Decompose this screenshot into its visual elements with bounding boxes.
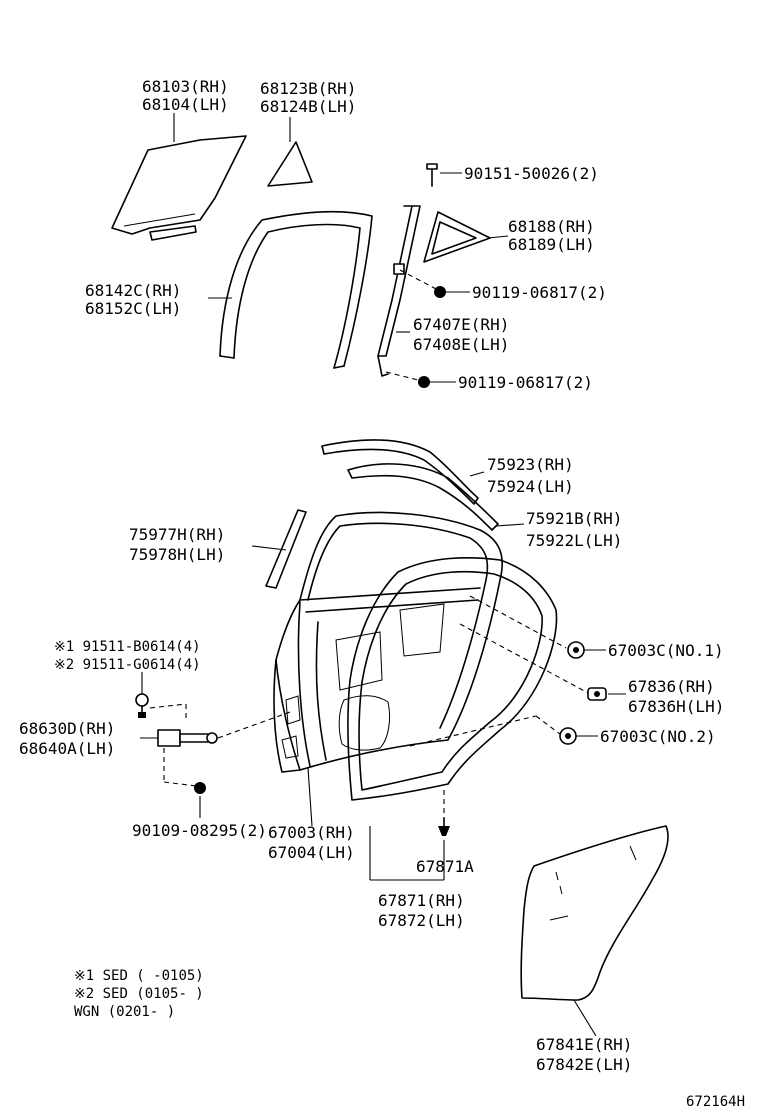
label-quarter-glass-rh: 68123B(RH) xyxy=(260,79,356,98)
label-weatherstrip-lh: 67872(LH) xyxy=(378,911,465,930)
label-clip-rh: 67836(RH) xyxy=(628,677,715,696)
clip-icon xyxy=(587,687,607,701)
screw-top-part xyxy=(426,163,438,187)
leader-moulding xyxy=(469,471,485,477)
door-panel-part xyxy=(273,511,503,773)
label-belt-moulding-rh: 75921B(RH) xyxy=(526,509,622,528)
label-check-lh: 68640A(LH) xyxy=(19,739,115,758)
label-service-hole-cover-lh: 67842E(LH) xyxy=(536,1055,632,1074)
check-bolt-icon xyxy=(135,693,149,718)
bolt-check-icon xyxy=(194,782,206,794)
label-run-channel-lh: 68152C(LH) xyxy=(85,299,181,318)
label-bolt-mid: 90119-06817(2) xyxy=(472,283,607,302)
label-glass-rh: 68103(RH) xyxy=(142,77,229,96)
dash-check-bolt-a xyxy=(149,703,187,709)
label-run-channel-rh: 68142C(RH) xyxy=(85,281,181,300)
label-clip-lh: 67836H(LH) xyxy=(628,697,724,716)
label-bolt-note-1: ※1 91511-B0614(4) xyxy=(54,639,201,655)
label-service-hole-cover-rh: 67841E(RH) xyxy=(536,1035,632,1054)
leader-belt-moulding xyxy=(495,523,525,527)
service-hole-cover-part xyxy=(520,825,669,1001)
dash-stopper-2-b xyxy=(535,715,561,735)
note-line-2: ※2 SED (0105- ) xyxy=(74,986,204,1002)
door-check-part xyxy=(157,711,291,747)
figure-id: 672164H xyxy=(686,1094,745,1110)
label-belt-moulding-lh: 75922L(LH) xyxy=(526,531,622,550)
label-quarter-window-lh: 68189(LH) xyxy=(508,235,595,254)
door-glass-part xyxy=(111,135,247,241)
label-door-panel-rh: 67003(RH) xyxy=(268,823,355,842)
dash-stopper-1 xyxy=(469,595,567,649)
dash-bolt-check-b xyxy=(163,781,197,787)
weatherstrip-part xyxy=(347,557,558,801)
label-check-rh: 68630D(RH) xyxy=(19,719,115,738)
label-pillar-moulding-lh: 75978H(LH) xyxy=(129,545,225,564)
dash-stopper-2-a xyxy=(409,715,537,747)
label-door-panel-lh: 67004(LH) xyxy=(268,843,355,862)
stopper-2-icon xyxy=(559,727,577,745)
label-division-bar-lh: 67408E(LH) xyxy=(413,335,509,354)
leader-pillar-moulding xyxy=(251,545,287,551)
dash-bolt-low xyxy=(385,371,419,381)
label-pillar-moulding-rh: 75977H(RH) xyxy=(129,525,225,544)
division-bar-part xyxy=(377,205,421,377)
belt-moulding-part xyxy=(347,463,499,531)
pillar-moulding-part xyxy=(265,509,307,589)
bolt-low-icon xyxy=(418,376,430,388)
moulding-part xyxy=(321,439,479,505)
label-weatherstrip-rh: 67871(RH) xyxy=(378,891,465,910)
quarter-window-part xyxy=(423,211,491,263)
leader-service-hole-cover xyxy=(573,999,597,1037)
label-glass-lh: 68104(LH) xyxy=(142,95,229,114)
label-stopper-1: 67003C(NO.1) xyxy=(608,641,724,660)
label-moulding-rh: 75923(RH) xyxy=(487,455,574,474)
label-moulding-lh: 75924(LH) xyxy=(487,477,574,496)
leader-quarter-window xyxy=(487,235,509,239)
stopper-1-icon xyxy=(567,641,585,659)
label-screw-top: 90151-50026(2) xyxy=(464,164,599,183)
label-quarter-glass-lh: 68124B(LH) xyxy=(260,97,356,116)
note-line-1: ※1 SED ( -0105) xyxy=(74,968,204,984)
bolt-mid-icon xyxy=(434,286,446,298)
label-division-bar-rh: 67407E(RH) xyxy=(413,315,509,334)
run-channel-part xyxy=(219,210,373,369)
quarter-glass-part xyxy=(267,141,313,187)
label-clip-weather: 67871A xyxy=(416,857,474,876)
label-bolt-note-2: ※2 91511-G0614(4) xyxy=(54,657,201,673)
leader-door-panel xyxy=(307,767,313,827)
label-bolt-low: 90119-06817(2) xyxy=(458,373,593,392)
label-quarter-window-rh: 68188(RH) xyxy=(508,217,595,236)
label-bolt-check: 90109-08295(2) xyxy=(132,821,267,840)
note-line-3: WGN (0201- ) xyxy=(74,1004,175,1020)
clip-weather-icon xyxy=(438,817,450,836)
dash-clip xyxy=(459,623,591,695)
label-stopper-2: 67003C(NO.2) xyxy=(600,727,716,746)
dash-bolt-mid xyxy=(399,269,439,291)
